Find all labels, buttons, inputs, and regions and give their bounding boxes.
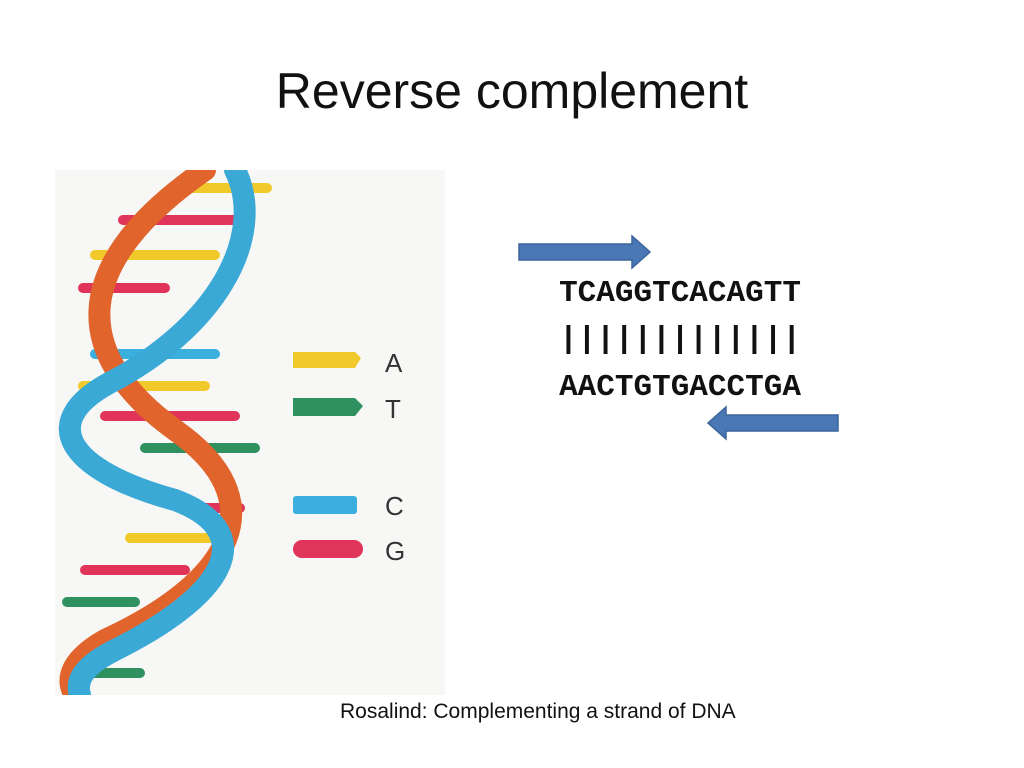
svg-text:C: C bbox=[385, 491, 404, 521]
base-pair-bars: ||||||||||||| bbox=[559, 322, 801, 357]
bottom-strand-sequence: AACTGTGACCTGA bbox=[559, 370, 801, 405]
legend: A T C G bbox=[293, 348, 405, 566]
caption: Rosalind: Complementing a strand of DNA bbox=[340, 700, 736, 723]
right-arrow-icon bbox=[518, 234, 652, 270]
dna-helix-figure: A T C G bbox=[55, 170, 445, 695]
left-arrow-icon bbox=[706, 405, 839, 441]
blue-backbone bbox=[59, 170, 256, 695]
legend-item-g: G bbox=[293, 536, 405, 566]
svg-text:G: G bbox=[385, 536, 405, 566]
top-strand-sequence: TCAGGTCACAGTT bbox=[559, 276, 801, 311]
legend-item-a: A bbox=[293, 348, 403, 378]
legend-item-c: C bbox=[293, 491, 404, 521]
slide-title: Reverse complement bbox=[275, 63, 749, 119]
svg-text:A: A bbox=[385, 348, 403, 378]
orange-backbone bbox=[59, 170, 243, 695]
legend-item-t: T bbox=[293, 394, 401, 424]
svg-text:T: T bbox=[385, 394, 401, 424]
